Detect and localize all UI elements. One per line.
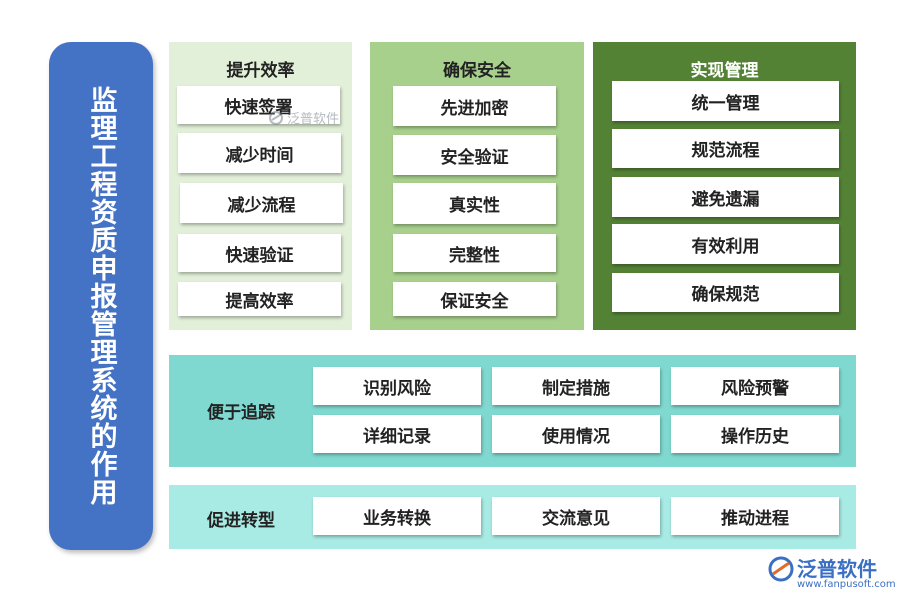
item-box: 使用情况 <box>492 415 660 453</box>
item-box: 先进加密 <box>393 86 556 126</box>
logo-icon <box>768 556 794 582</box>
item-box: 统一管理 <box>612 81 839 121</box>
band-label: 促进转型 <box>207 511 275 531</box>
band-transformation: 促进转型 业务转换 交流意见 推动进程 <box>169 485 856 549</box>
item-box: 减少时间 <box>178 133 341 173</box>
logo-icon <box>269 110 283 125</box>
column-management: 实现管理 统一管理 规范流程 避免遗漏 有效利用 确保规范 <box>593 42 856 330</box>
item-box: 推动进程 <box>671 497 839 535</box>
logo-name: 泛普软件 <box>797 557 877 581</box>
column-title: 提升效率 <box>226 61 295 81</box>
column-title: 确保安全 <box>443 61 511 81</box>
column-title: 实现管理 <box>690 61 759 81</box>
item-box: 详细记录 <box>313 415 481 453</box>
item-box: 提高效率 <box>178 282 341 316</box>
item-box: 完整性 <box>393 234 556 272</box>
item-box: 保证安全 <box>393 282 556 316</box>
watermark-text: 泛普软件 <box>287 112 340 127</box>
item-box: 业务转换 <box>313 497 481 535</box>
system-title-panel: 监理工程资质申报管理系统的作用 <box>49 42 153 550</box>
column-security: 确保安全 先进加密 安全验证 真实性 完整性 保证安全 <box>370 42 584 330</box>
item-box: 有效利用 <box>612 224 839 264</box>
item-box: 制定措施 <box>492 367 660 405</box>
watermark: 泛普软件 <box>268 108 339 127</box>
system-title: 监理工程资质申报管理系统的作用 <box>85 86 117 506</box>
logo-url: www.fanpusoft.com <box>797 579 896 590</box>
item-box: 减少流程 <box>180 183 343 223</box>
item-box: 识别风险 <box>313 367 481 405</box>
item-box: 交流意见 <box>492 497 660 535</box>
item-box: 避免遗漏 <box>612 177 839 217</box>
item-box: 安全验证 <box>393 135 556 175</box>
band-tracking: 便于追踪 识别风险 制定措施 风险预警 详细记录 使用情况 操作历史 <box>169 355 856 467</box>
item-box: 操作历史 <box>671 415 839 453</box>
column-efficiency: 提升效率 快速签署 减少时间 减少流程 快速验证 提高效率 <box>169 42 352 330</box>
item-box: 风险预警 <box>671 367 839 405</box>
band-label: 便于追踪 <box>207 403 275 423</box>
brand-logo: 泛普软件 www.fanpusoft.com <box>767 553 896 595</box>
item-box: 真实性 <box>393 183 556 224</box>
item-box: 确保规范 <box>612 273 839 312</box>
item-box: 快速验证 <box>178 234 341 272</box>
item-box: 规范流程 <box>612 129 839 168</box>
